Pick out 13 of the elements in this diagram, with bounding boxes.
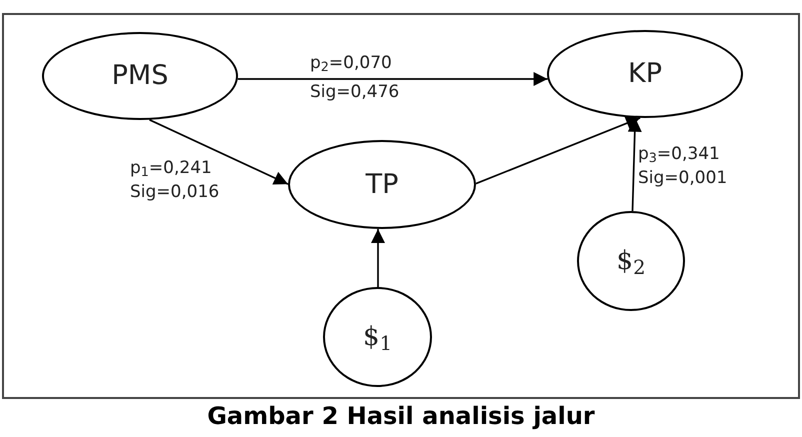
edge-label: p$_{2}$=0,070 Sig=0,476 [310,53,400,102]
arrow [476,116,640,184]
node-label: KP [628,58,662,90]
node-label: PMS [112,60,168,92]
node-label: $$_{1}$ [363,322,392,352]
edge-label: p$_{1}$=0,241 Sig=0,016 [130,158,220,202]
node-label: $$_{2}$ [616,246,646,276]
arrow [371,229,385,287]
edge-label: p$_{3}$=0,341 Sig=0,001 [638,144,728,188]
caption: Gambar 2 Hasil analisis jalur [207,401,595,432]
arrow [149,119,288,185]
node-label: TP [366,168,398,200]
arrow [238,72,548,86]
